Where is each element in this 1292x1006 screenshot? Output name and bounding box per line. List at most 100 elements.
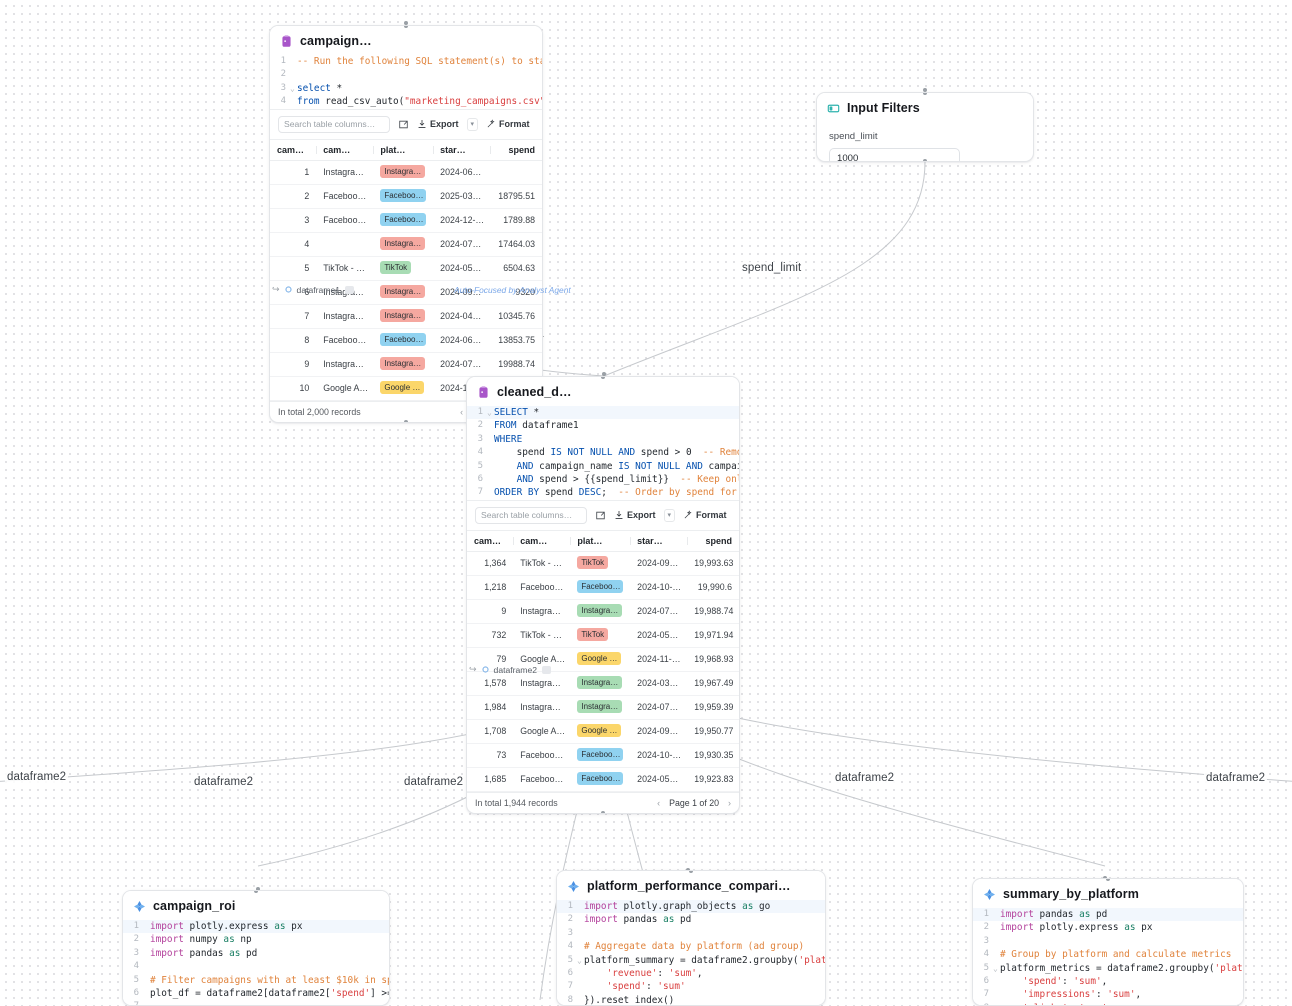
prev-page-button[interactable]: ‹ — [460, 406, 464, 417]
column-header[interactable]: spend — [687, 529, 739, 552]
table-toolbar[interactable]: Search table columns… Export ▾ Format — [467, 499, 739, 530]
export-dropdown-chevron-down-icon[interactable]: ▾ — [466, 117, 479, 131]
fold-toggle-icon[interactable]: ⌄ — [290, 83, 295, 93]
fold-toggle-icon[interactable]: ⌄ — [487, 408, 492, 417]
column-header[interactable]: cam… — [467, 529, 514, 552]
column-header[interactable]: cam… — [270, 138, 317, 161]
table-header-row: cam…cam…plat…star…spend — [467, 529, 739, 552]
column-header[interactable]: cam… — [316, 138, 374, 161]
export-button[interactable]: Export — [614, 510, 656, 520]
expand-icon[interactable] — [398, 119, 409, 130]
copy-chip-icon[interactable] — [345, 285, 355, 294]
node-header[interactable]: cleaned_d… — [467, 377, 739, 406]
code-text: 'clicks': 'sum', — [1000, 1002, 1243, 1005]
filter-panel-icon — [827, 104, 840, 112]
node-handle-top[interactable] — [689, 871, 693, 873]
line-number: 5 — [133, 974, 139, 985]
export-button[interactable]: Export — [417, 119, 459, 129]
node-input-filters[interactable]: Input Filters spend_limit 1000 — [816, 92, 1034, 162]
column-header[interactable]: spend — [490, 138, 542, 161]
format-button[interactable]: Format — [683, 510, 727, 520]
export-dropdown-chevron-down-icon[interactable]: ▾ — [663, 508, 676, 522]
fold-toggle-icon[interactable]: ⌄ — [577, 955, 582, 965]
node-handle-top[interactable] — [1106, 879, 1110, 881]
node-campaign[interactable]: campaign… 1-- Run the following SQL stat… — [269, 25, 543, 423]
format-button[interactable]: Format — [486, 119, 530, 129]
cell-start-date: 2024-07… — [630, 599, 688, 624]
branch-icon[interactable]: ↪ — [272, 284, 280, 294]
node-header[interactable]: Input Filters — [817, 93, 1033, 122]
cell-spend: 19,930.35 — [687, 743, 739, 768]
node-handle-bottom[interactable] — [601, 810, 605, 813]
expand-icon[interactable] — [595, 510, 606, 521]
spend-limit-input[interactable]: 1000 — [829, 148, 960, 161]
prev-page-button[interactable]: ‹ — [657, 797, 661, 808]
node-header[interactable]: platform_performance_compari… — [557, 871, 825, 900]
column-header[interactable]: cam… — [513, 529, 571, 552]
node-footer-cleaned[interactable]: ↪ dataframe2 — [469, 664, 552, 675]
pager[interactable]: ‹ Page 1 of 20 › — [657, 798, 731, 808]
sql-editor-campaign[interactable]: 1-- Run the following SQL statement(s) t… — [270, 55, 542, 109]
next-page-button[interactable]: › — [728, 797, 731, 808]
code-line: 5 AND campaign_name IS NOT NULL AND camp… — [467, 460, 739, 473]
node-handle-top[interactable] — [601, 376, 605, 379]
copy-chip-icon[interactable] — [542, 665, 552, 674]
node-handle-top[interactable] — [254, 891, 258, 893]
node-header[interactable]: summary_by_platform — [973, 879, 1243, 908]
search-input[interactable]: Search table columns… — [475, 506, 587, 524]
line-number: 6 — [567, 967, 573, 978]
column-header[interactable]: plat… — [373, 138, 434, 161]
fold-toggle-icon[interactable]: ⌄ — [993, 963, 998, 973]
table-toolbar[interactable]: Search table columns… Export ▾ Format — [270, 108, 542, 139]
branch-icon[interactable]: ↪ — [469, 664, 477, 674]
cell-spend: 19,959.39 — [687, 695, 739, 720]
column-header[interactable]: star… — [630, 529, 688, 552]
code-text: select * — [297, 82, 343, 94]
node-handle-bottom[interactable] — [404, 419, 408, 422]
node-handle-top[interactable] — [404, 25, 408, 28]
column-header[interactable]: plat… — [570, 529, 631, 552]
node-footer-campaign[interactable]: ↪ dataframe1 — [272, 284, 355, 295]
node-header[interactable]: campaign_roi — [123, 891, 389, 920]
node-handle-top[interactable] — [923, 93, 927, 95]
search-input[interactable]: Search table columns… — [278, 115, 390, 133]
dataframe-dot-icon — [284, 286, 292, 293]
cell-campaign-name: Instagra… — [316, 280, 374, 305]
node-header[interactable]: campaign… — [270, 26, 542, 55]
cell-spend: 1789.88 — [490, 208, 542, 233]
table-footer: In total 1,944 records ‹ Page 1 of 20 › — [467, 791, 739, 813]
node-handle-bottom[interactable] — [923, 159, 927, 161]
column-header[interactable]: star… — [433, 138, 491, 161]
